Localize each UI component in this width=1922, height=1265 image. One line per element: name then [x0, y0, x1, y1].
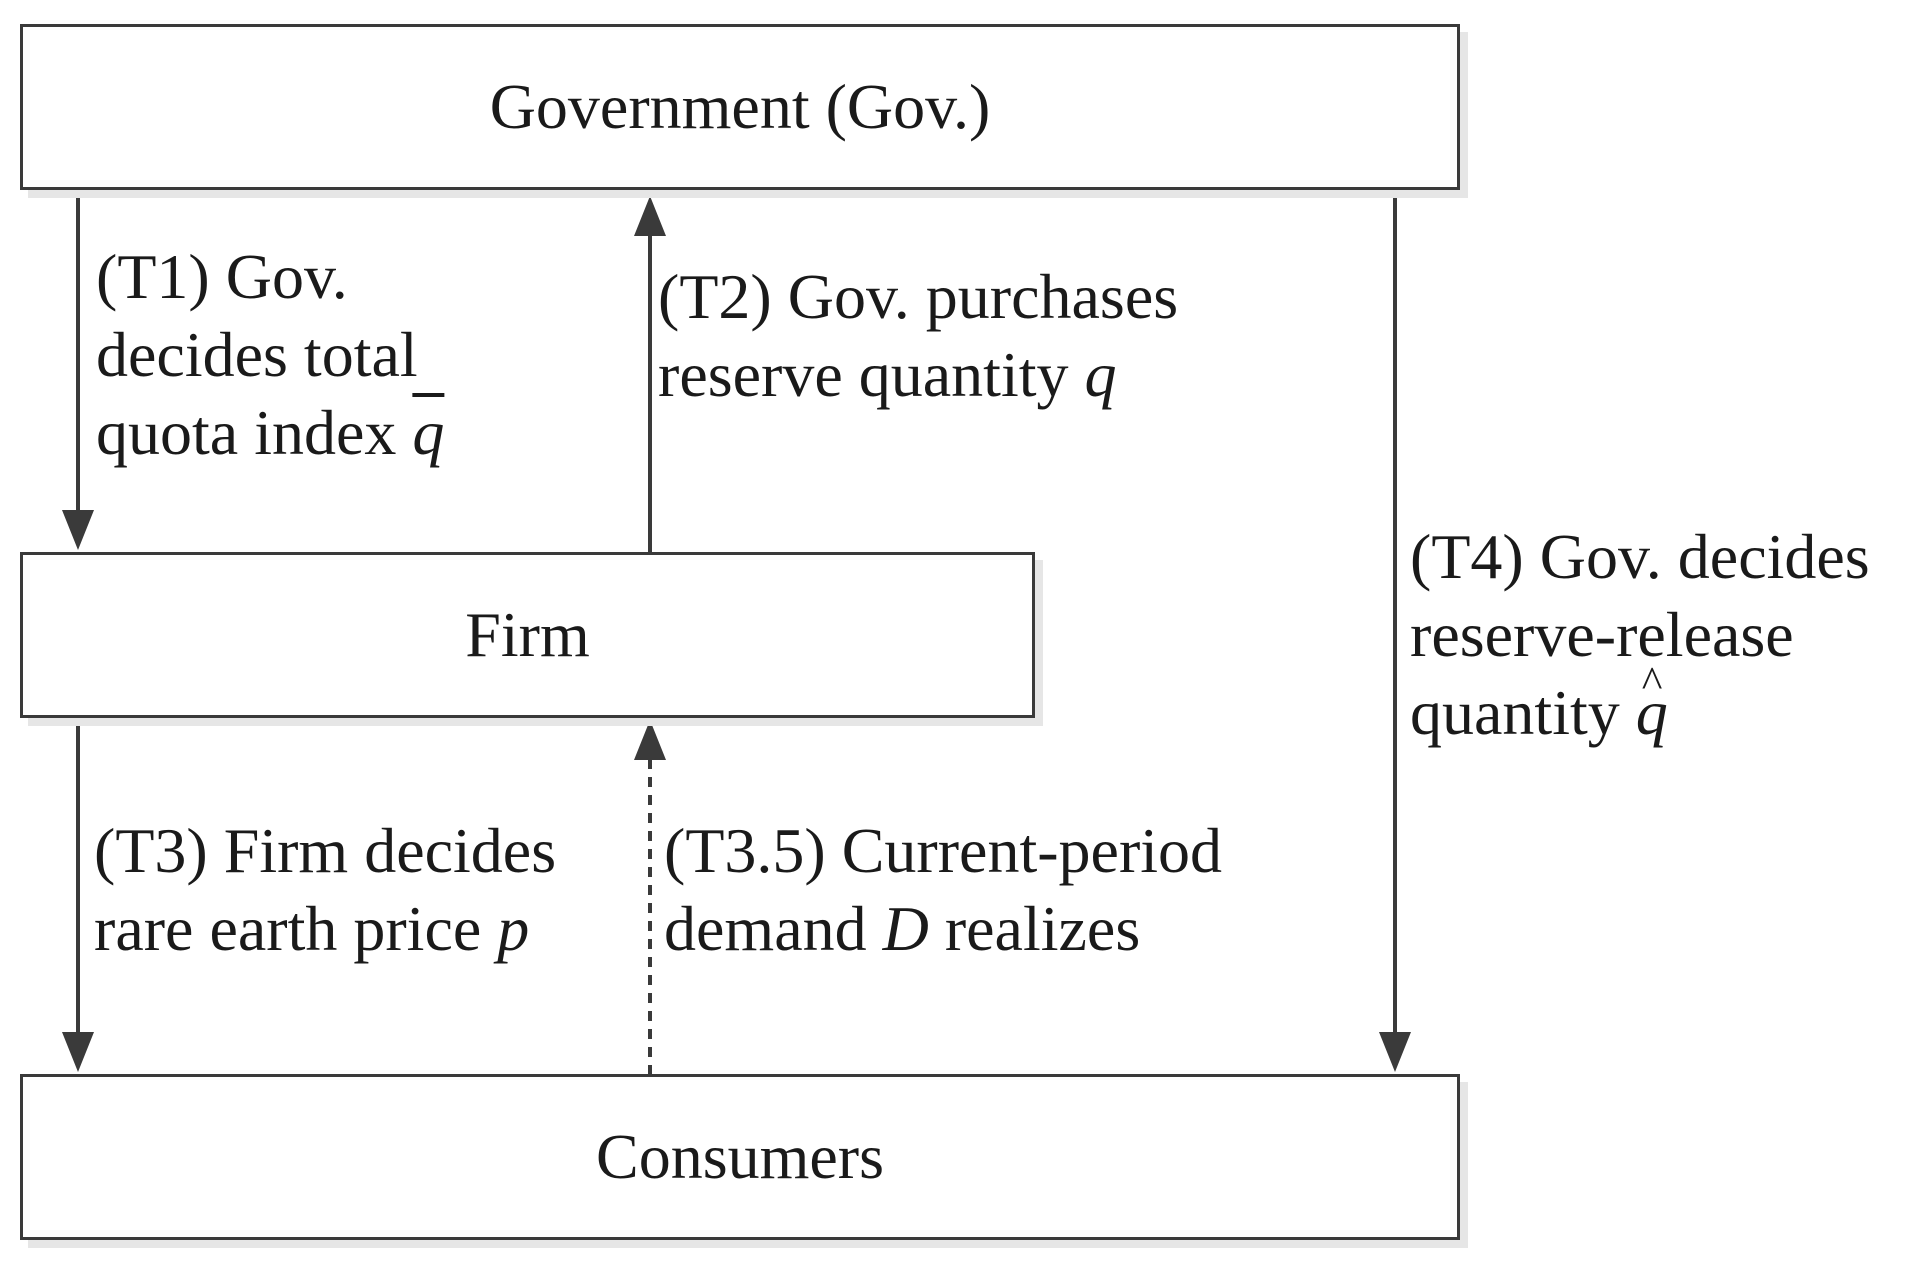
arrow-t35 [634, 720, 666, 1075]
t4-label: (T4) Gov. decides reserve-release quanti… [1410, 518, 1870, 752]
t2-line-1: (T2) Gov. purchases [658, 261, 1179, 332]
t3-line-2: rare earth price [94, 893, 498, 964]
t2-line-2: reserve quantity [658, 339, 1085, 410]
t35-line-2b: realizes [928, 893, 1141, 964]
government-node: Government (Gov.) [20, 24, 1460, 190]
t1-line-3: quota index [96, 397, 413, 468]
t4-symbol-qhat: q [1636, 644, 1668, 752]
arrow-t2 [634, 196, 666, 553]
t3-line-1: (T3) Firm decides [94, 815, 557, 886]
t2-label: (T2) Gov. purchases reserve quantity q [658, 258, 1178, 414]
t1-symbol-qbar: q [412, 397, 445, 468]
t3-label: (T3) Firm decides rare earth price p [94, 812, 556, 968]
consumers-label: Consumers [596, 1121, 884, 1192]
t4-line-2: reserve-release [1410, 599, 1794, 670]
arrow-t4 [1379, 190, 1411, 1072]
firm-node: Firm [20, 552, 1035, 718]
t4-line-3: quantity [1410, 677, 1636, 748]
government-label: Government (Gov.) [489, 71, 991, 142]
t1-line-2: decides total [96, 319, 418, 390]
firm-label: Firm [465, 599, 590, 670]
t35-line-2a: demand [664, 893, 883, 964]
t3-symbol-p: p [497, 893, 530, 964]
t4-line-1: (T4) Gov. decides [1410, 521, 1870, 592]
consumers-node: Consumers [20, 1074, 1460, 1240]
t35-symbol-d: D [882, 893, 929, 964]
t1-line-1: (T1) Gov. [96, 241, 348, 312]
t35-line-1: (T3.5) Current-period [664, 815, 1223, 886]
t2-symbol-q: q [1084, 339, 1117, 410]
t35-label: (T3.5) Current-period demand D realizes [664, 812, 1222, 968]
arrow-t3 [62, 718, 94, 1072]
arrow-t1 [62, 190, 94, 550]
t1-label: (T1) Gov. decides total quota index q [96, 238, 444, 472]
